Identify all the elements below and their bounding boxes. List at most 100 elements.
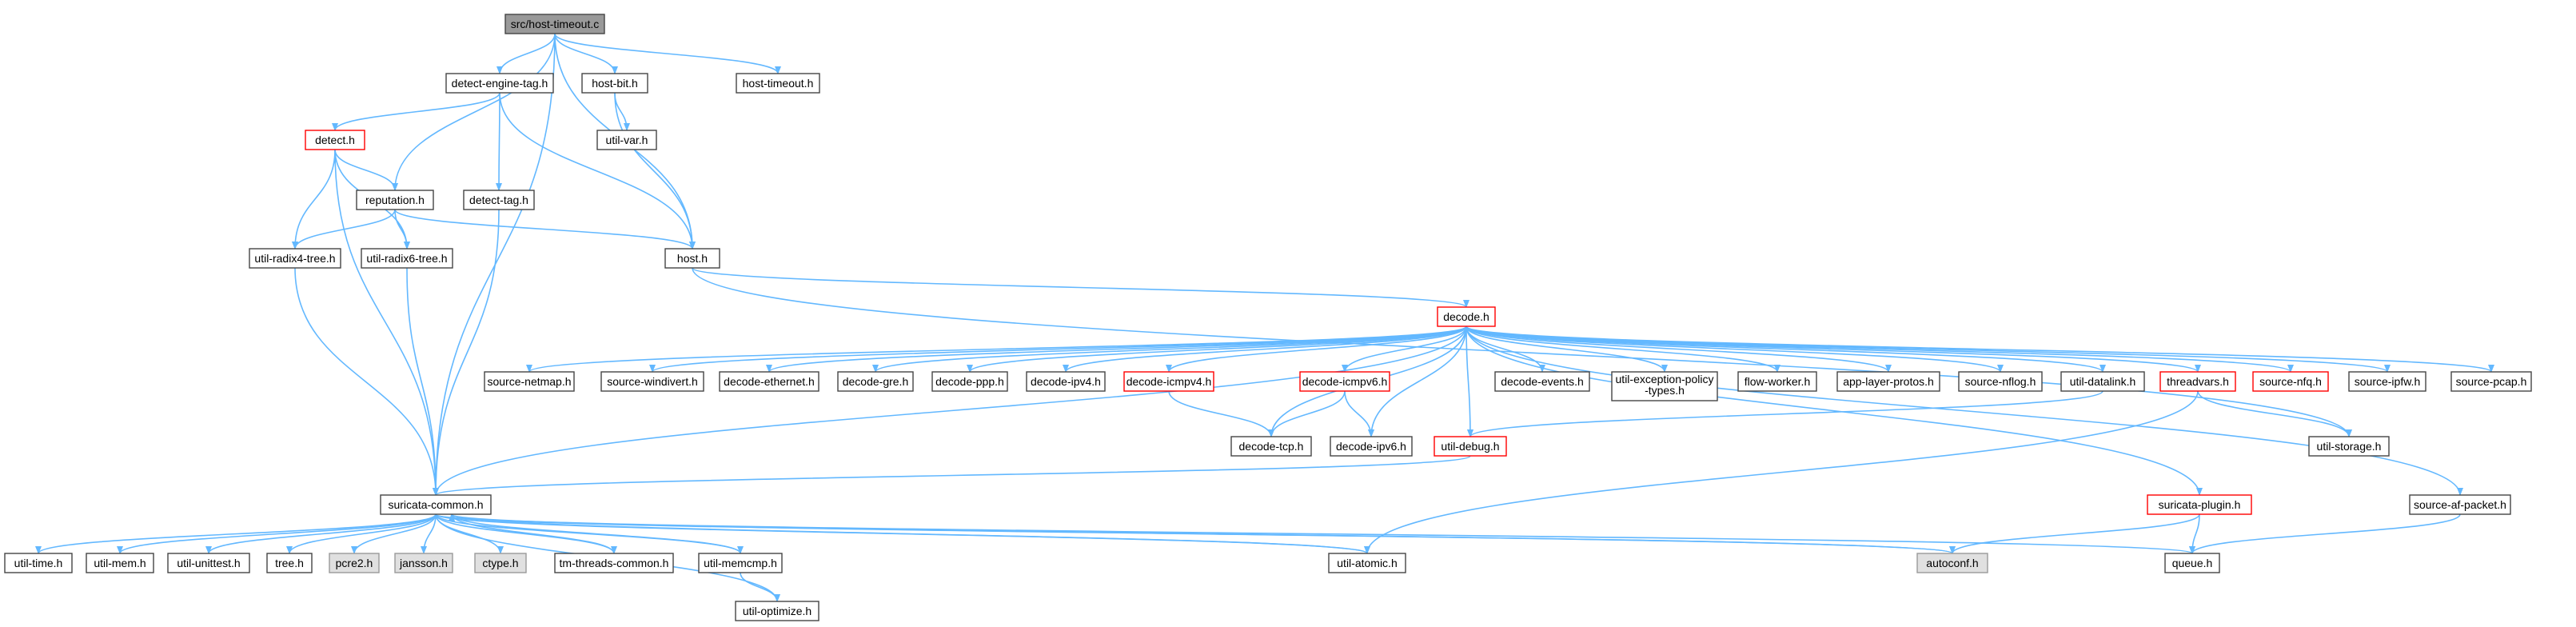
edge-decode-h-to-decode-ppp-h xyxy=(967,325,1467,373)
node-util-unittest-h[interactable]: util-unittest.h xyxy=(167,553,250,573)
node-util-var-h[interactable]: util-var.h xyxy=(596,130,657,150)
node-source-nflog-h[interactable]: source-nflog.h xyxy=(1958,371,2043,392)
edge-decode-h-to-source-ipfw-h xyxy=(1465,325,2391,373)
node-label-source-nfq-h: source-nfq.h xyxy=(2259,375,2322,388)
node-box-queue-h xyxy=(2164,553,2220,573)
node-util-atomic-h[interactable]: util-atomic.h xyxy=(1328,553,1406,573)
node-ctype-h[interactable]: ctype.h xyxy=(474,553,527,573)
edge-util-memcmp-h-to-suricata-common-h xyxy=(449,513,741,554)
node-decode-ipv6-h[interactable]: decode-ipv6.h xyxy=(1330,436,1413,457)
node-util-storage-h[interactable]: util-storage.h xyxy=(2308,436,2390,457)
node-box-detect-tag-h xyxy=(463,190,535,210)
edge-reputation-h-to-util-radix6-tree-h xyxy=(394,209,410,250)
edge-tm-threads-common-h-to-suricata-common-h xyxy=(449,513,615,554)
edge-decode-h-to-source-windivert-h xyxy=(649,325,1467,373)
node-util-datalink-h[interactable]: util-datalink.h xyxy=(2060,371,2145,392)
node-box-host-h xyxy=(664,248,720,269)
node-host-bit-h[interactable]: host-bit.h xyxy=(581,73,648,94)
node-suricata-plugin-h[interactable]: suricata-plugin.h xyxy=(2147,494,2252,515)
node-tm-threads-common-h[interactable]: tm-threads-common.h xyxy=(554,553,674,573)
edge-decode-h-to-decode-icmpv6-h xyxy=(1342,325,1467,373)
node-box-tm-threads-common-h xyxy=(554,553,674,573)
edge-threadvars-h-to-util-atomic-h xyxy=(1364,390,2199,554)
node-label-util-optimize-h: util-optimize.h xyxy=(743,605,811,617)
node-label-host-bit-h: host-bit.h xyxy=(592,77,638,90)
edge-detect-engine-tag-h-to-host-h xyxy=(499,92,696,250)
edge-detect-tag-h-to-suricata-common-h xyxy=(433,209,500,496)
node-box-decode-ethernet-h xyxy=(719,371,819,392)
node-label-detect-engine-tag-h: detect-engine-tag.h xyxy=(452,77,548,90)
node-source-nfq-h[interactable]: source-nfq.h xyxy=(2252,371,2329,392)
node-decode-gre-h[interactable]: decode-gre.h xyxy=(837,371,914,392)
node-source-netmap-h[interactable]: source-netmap.h xyxy=(484,371,575,392)
node-util-optimize-h[interactable]: util-optimize.h xyxy=(735,601,819,621)
node-decode-h[interactable]: decode.h xyxy=(1437,306,1496,327)
edge-decode-h-to-source-pcap-h xyxy=(1465,325,2494,373)
node-detect-h[interactable]: detect.h xyxy=(305,130,365,150)
node-decode-ethernet-h[interactable]: decode-ethernet.h xyxy=(719,371,819,392)
node-box-app-layer-protos-h xyxy=(1836,371,1940,392)
node-util-debug-h[interactable]: util-debug.h xyxy=(1434,436,1507,457)
node-pcre2-h[interactable]: pcre2.h xyxy=(329,553,380,573)
node-host-h[interactable]: host.h xyxy=(664,248,720,269)
node-box-decode-icmpv4-h xyxy=(1123,371,1214,392)
node-threadvars-h[interactable]: threadvars.h xyxy=(2159,371,2236,392)
node-label-flow-worker-h: flow-worker.h xyxy=(1745,375,1810,388)
node-box-ctype-h xyxy=(474,553,527,573)
edge-autoconf-h-to-suricata-common-h xyxy=(449,513,1953,554)
node-jansson-h[interactable]: jansson.h xyxy=(394,553,453,573)
node-util-radix4-tree-h[interactable]: util-radix4-tree.h xyxy=(249,248,341,269)
node-reputation-h[interactable]: reputation.h xyxy=(356,190,434,210)
node-detect-tag-h[interactable]: detect-tag.h xyxy=(463,190,535,210)
edge-suricata-common-h-to-jansson-h xyxy=(421,513,437,554)
node-util-radix6-tree-h[interactable]: util-radix6-tree.h xyxy=(361,248,453,269)
node-detect-engine-tag-h[interactable]: detect-engine-tag.h xyxy=(445,73,554,94)
edge-decode-h-to-flow-worker-h xyxy=(1465,325,1780,373)
node-box-decode-events-h xyxy=(1494,371,1590,392)
edge-decode-h-to-source-nfq-h xyxy=(1465,325,2294,373)
edge-decode-h-to-decode-ethernet-h xyxy=(766,325,1467,373)
node-util-exception-policy-types-h[interactable]: util-exception-policy-types.h xyxy=(1611,371,1718,401)
node-autoconf-h[interactable]: autoconf.h xyxy=(1916,553,1988,573)
edge-detect-h-to-reputation-h xyxy=(334,149,398,191)
node-source-ipfw-h[interactable]: source-ipfw.h xyxy=(2348,371,2426,392)
edge-decode-h-to-source-nflog-h xyxy=(1465,325,2004,373)
edge-decode-h-to-decode-ipv6-h xyxy=(1368,325,1467,437)
node-suricata-common-h[interactable]: suricata-common.h xyxy=(380,494,492,515)
edge-detect-h-to-suricata-common-h xyxy=(334,149,439,496)
node-util-mem-h[interactable]: util-mem.h xyxy=(86,553,154,573)
node-host-timeout-h[interactable]: host-timeout.h xyxy=(736,73,820,94)
node-label-util-radix6-tree-h: util-radix6-tree.h xyxy=(366,252,447,265)
node-decode-events-h[interactable]: decode-events.h xyxy=(1494,371,1590,392)
node-decode-tcp-h[interactable]: decode-tcp.h xyxy=(1230,436,1312,457)
node-decode-icmpv6-h[interactable]: decode-icmpv6.h xyxy=(1299,371,1390,392)
node-label-decode-ppp-h: decode-ppp.h xyxy=(935,375,1004,388)
node-app-layer-protos-h[interactable]: app-layer-protos.h xyxy=(1836,371,1940,392)
edge-suricata-plugin-h-to-queue-h xyxy=(2189,513,2200,554)
node-box-util-unittest-h xyxy=(167,553,250,573)
node-queue-h[interactable]: queue.h xyxy=(2164,553,2220,573)
node-box-suricata-plugin-h xyxy=(2147,494,2252,515)
node-box-decode-ppp-h xyxy=(931,371,1008,392)
node-source-af-packet-h[interactable]: source-af-packet.h xyxy=(2409,494,2511,515)
node-label-source-nflog-h: source-nflog.h xyxy=(1965,375,2036,388)
node-label-source-af-packet-h: source-af-packet.h xyxy=(2414,498,2506,511)
node-decode-ppp-h[interactable]: decode-ppp.h xyxy=(931,371,1008,392)
node-label-util-debug-h: util-debug.h xyxy=(1441,440,1499,453)
node-decode-ipv4-h[interactable]: decode-ipv4.h xyxy=(1026,371,1106,392)
node-flow-worker-h[interactable]: flow-worker.h xyxy=(1737,371,1817,392)
edge-source-af-packet-h-to-queue-h xyxy=(2189,513,2461,554)
edge-suricata-common-h-to-util-unittest-h xyxy=(205,513,437,554)
node-box-util-datalink-h xyxy=(2060,371,2145,392)
node-util-memcmp-h[interactable]: util-memcmp.h xyxy=(698,553,783,573)
node-tree-h[interactable]: tree.h xyxy=(266,553,313,573)
node-host-timeout-c[interactable]: src/host-timeout.c xyxy=(504,14,605,34)
node-box-source-af-packet-h xyxy=(2409,494,2511,515)
edge-decode-h-to-decode-ipv4-h xyxy=(1063,325,1467,373)
node-decode-icmpv4-h[interactable]: decode-icmpv4.h xyxy=(1123,371,1214,392)
node-label-tm-threads-common-h: tm-threads-common.h xyxy=(560,557,669,569)
node-source-pcap-h[interactable]: source-pcap.h xyxy=(2450,371,2532,392)
edge-host-timeout-c-to-host-bit-h xyxy=(554,33,618,74)
node-source-windivert-h[interactable]: source-windivert.h xyxy=(600,371,704,392)
node-util-time-h[interactable]: util-time.h xyxy=(4,553,73,573)
